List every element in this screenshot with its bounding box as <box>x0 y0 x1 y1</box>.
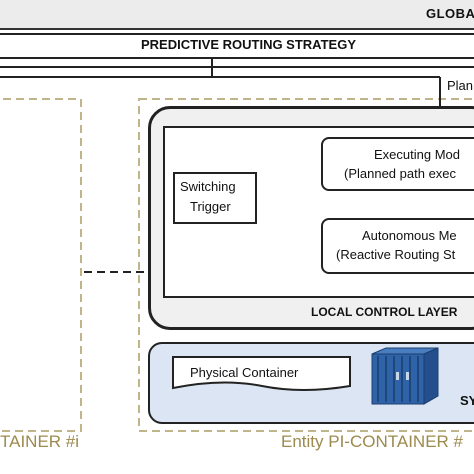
switching-trigger-box <box>173 172 257 224</box>
autonomous-mode-line2: (Reactive Routing St <box>336 247 456 262</box>
predictive-routing-label: PREDICTIVE ROUTING STRATEGY <box>141 37 356 52</box>
system-label: SY <box>460 393 474 408</box>
autonomous-mode-line1: Autonomous Me <box>362 228 457 243</box>
switching-trigger-line2: Trigger <box>190 199 231 214</box>
predictive-routing-bar <box>0 33 474 59</box>
entity-left-frame <box>0 98 82 432</box>
planned-label: Plan <box>447 78 474 93</box>
entity-left-label: TAINER #i <box>0 432 80 451</box>
entity-right-frame <box>138 98 474 432</box>
switching-trigger-line1: Switching <box>180 179 236 194</box>
executing-mode-box <box>321 137 474 191</box>
physical-container-shape <box>172 356 351 391</box>
entity-right-label: Entity PI-CONTAINER # <box>281 432 463 451</box>
physical-container-label: Physical Container <box>190 365 299 380</box>
global-layer-bar <box>0 0 474 30</box>
local-control-layer-label: LOCAL CONTROL LAYER <box>311 305 458 319</box>
autonomous-mode-box <box>321 218 474 274</box>
shipping-container-icon <box>371 347 439 405</box>
global-layer-label: GLOBA <box>426 6 474 21</box>
executing-mode-line1: Executing Mod <box>374 147 460 162</box>
executing-mode-line2: (Planned path exec <box>344 166 457 181</box>
